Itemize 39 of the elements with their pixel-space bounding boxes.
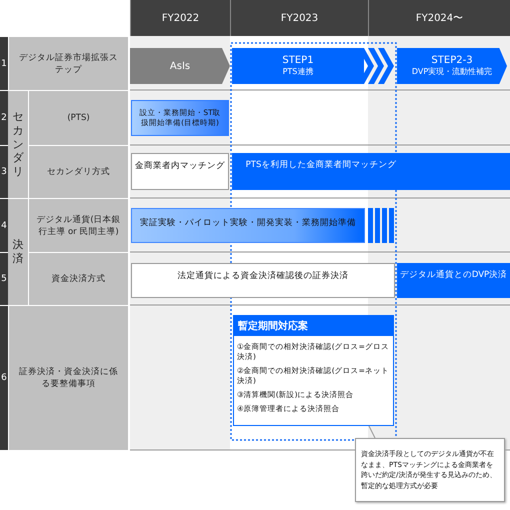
column-header: FY2023 — [230, 0, 368, 36]
bar-sublabel: DVP実現・流動性補完 — [412, 66, 492, 77]
bar-label: デジタル通貨とのDVP決済 — [400, 269, 508, 281]
task-bar — [131, 153, 229, 190]
row-header: (PTS) — [28, 90, 128, 145]
row-header: 証券決済・資金決済に係る要整備事項 — [8, 305, 128, 450]
row-number: 6 — [0, 305, 8, 450]
row-header: セカンダリ方式 — [28, 145, 128, 198]
task-bar — [397, 263, 510, 298]
bar-label: 実証実験・パイロット実験・開発実装・業務開始準備 — [140, 217, 356, 229]
row-number: 3 — [0, 145, 8, 198]
phase-banner — [130, 48, 230, 84]
category-header: セカンダリ — [8, 90, 28, 198]
task-bar — [131, 100, 229, 136]
bar-label: STEP1 — [282, 55, 314, 66]
task-bar — [131, 208, 365, 243]
column-header: FY2022 — [130, 0, 230, 36]
callout-box — [355, 438, 505, 502]
row-number: 1 — [0, 36, 8, 90]
column-header: FY2024〜 — [368, 0, 510, 36]
row-number: 2 — [0, 90, 8, 145]
bar-label: 金商業者内マッチング — [135, 160, 225, 172]
row-number: 4 — [0, 198, 8, 252]
bar-label: AsIs — [170, 60, 190, 72]
task-bar — [232, 153, 510, 190]
bar-label: STEP2-3 — [431, 55, 473, 66]
box-heading: 暫定期間対応案 — [234, 316, 393, 336]
phase-banner — [397, 48, 507, 84]
bar-label: PTSを利用した金商業者間マッチング — [246, 159, 396, 171]
proposal-box — [233, 315, 394, 426]
row-number: 5 — [0, 252, 8, 305]
bar-label: 法定通貨による資金決済確認後の証券決済 — [178, 270, 348, 282]
bar-sublabel: PTS連携 — [282, 66, 314, 77]
row-header: 資金決済方式 — [28, 252, 128, 305]
category-header: 決済 — [8, 198, 28, 305]
task-bar — [131, 263, 395, 298]
row-header: デジタル証券市場拡張ステップ — [8, 36, 128, 90]
leader-line — [368, 426, 376, 438]
row-header: デジタル通貨(日本銀行主導 or 民間主導) — [28, 198, 128, 252]
